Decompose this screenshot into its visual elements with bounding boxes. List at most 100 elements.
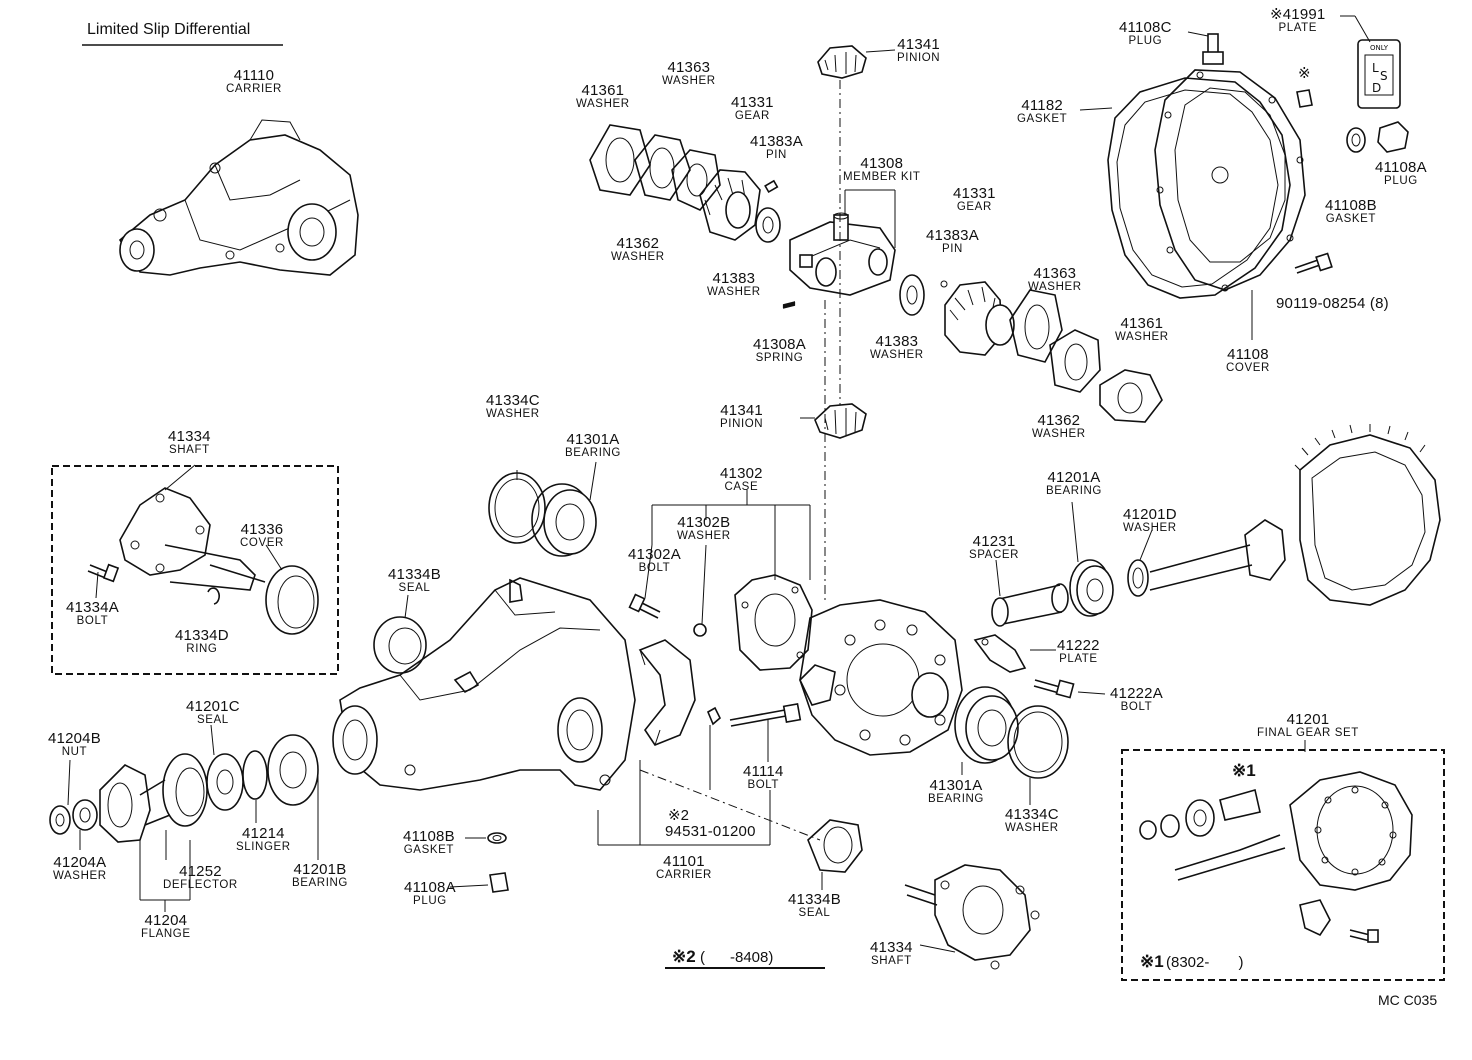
- diagram-title: Limited Slip Differential: [87, 21, 251, 38]
- washer-41383-drawing: [899, 274, 925, 316]
- shaft-41334-drawing: [119, 464, 266, 591]
- spring-drawing: [782, 301, 796, 309]
- case-bracket-lines: [651, 490, 811, 580]
- svg-text:ONLY: ONLY: [1370, 44, 1389, 52]
- pinion-middle-drawing: [800, 403, 867, 439]
- right-gear-stack-drawing: [940, 280, 1163, 423]
- seal-top-drawing: [373, 594, 427, 674]
- bearing-bottom-drawing: [954, 686, 1069, 805]
- svg-text:L: L: [1372, 61, 1379, 75]
- asterisk-1-mark: ※1: [1232, 761, 1256, 780]
- cover-and-gasket-drawing: [1079, 69, 1306, 340]
- pinion-shaft-drawing: [991, 501, 1286, 627]
- asterisk-mark: ※: [1298, 65, 1311, 82]
- note-1-range: (8302- ): [1166, 954, 1244, 971]
- note-2-range: ( -8408): [700, 949, 774, 966]
- plate-41991-drawing: ONLY L S D: [1296, 15, 1401, 109]
- case-bolt-drawing: [628, 544, 707, 637]
- plate-41222-drawing: [973, 634, 1056, 673]
- note-1-mark: ※1: [1140, 952, 1164, 971]
- member-kit-drawing: [789, 189, 896, 296]
- plug-gasket-bottom-drawing: [449, 832, 509, 893]
- final-gear-set-drawing: [1139, 740, 1413, 943]
- part-label: 94531-01200: [665, 823, 756, 840]
- ring-41334d-drawing: [207, 587, 220, 605]
- part-label: 90119-08254 (8): [1276, 295, 1389, 312]
- carrier-housing-drawing: [332, 577, 771, 846]
- flange-side-drawing: [49, 724, 319, 912]
- ring-gear-drawing: [1294, 424, 1441, 606]
- part-94531-mark: ※2: [668, 807, 689, 824]
- plug-41108c-drawing: [1187, 31, 1224, 65]
- bolt-41222a-drawing: [1033, 679, 1106, 699]
- bearing-cap-drawing: [638, 639, 721, 790]
- svg-text:S: S: [1380, 69, 1388, 83]
- plug-gasket-top-drawing: [1346, 121, 1409, 153]
- shaft-group-box: [51, 465, 339, 675]
- cover-41336-drawing: [265, 544, 319, 635]
- note-2-mark: ※2: [672, 947, 696, 966]
- axis-line: [639, 769, 821, 841]
- left-gear-stack-drawing: [589, 124, 781, 243]
- svg-text:D: D: [1372, 81, 1381, 95]
- case-halves-drawing: [734, 574, 963, 756]
- shaft-bottom-drawing: [904, 864, 1040, 970]
- final-gear-set-box: [1121, 749, 1445, 981]
- bolt-41114-drawing: [729, 702, 802, 762]
- carrier-assembly-drawing: [118, 119, 359, 276]
- pinion-top-drawing: [817, 45, 896, 79]
- bolt-41334a-drawing: [87, 563, 120, 599]
